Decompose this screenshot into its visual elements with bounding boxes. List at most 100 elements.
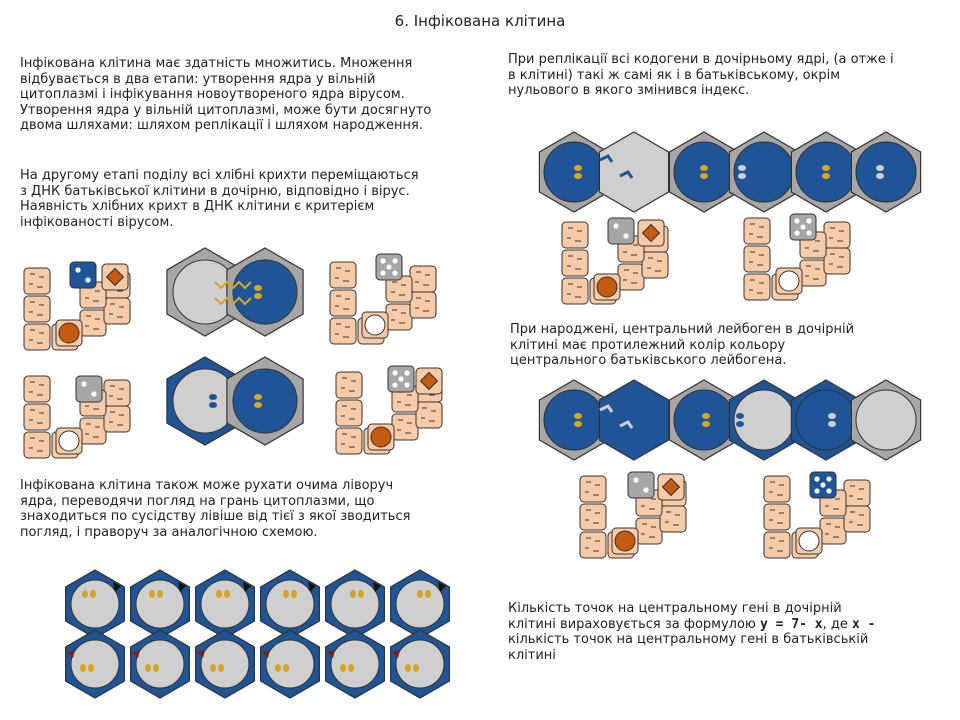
gene-tile	[329, 317, 357, 345]
eye	[291, 590, 297, 598]
gaze-arrow-icon	[113, 582, 121, 592]
tile-body	[641, 251, 669, 279]
tile-body	[23, 295, 51, 323]
gene-tile	[743, 217, 771, 245]
nucleus-circle	[330, 579, 380, 629]
gene-tile	[819, 517, 847, 545]
tile-body	[79, 309, 107, 337]
intro-line: двома шляхами: шляхом реплікації і шляхо…	[20, 118, 423, 134]
gene-tile	[579, 475, 607, 503]
eye	[224, 590, 230, 598]
eyes-line: ядра, переводячи погляд на грань цитопла…	[20, 493, 375, 509]
formula-code: y = 7- x	[760, 616, 823, 632]
birth-line: При народжені, центральний лейбоген в до…	[510, 322, 855, 337]
die-dot	[633, 477, 639, 483]
tile-glyphs	[769, 537, 784, 552]
eye	[254, 394, 262, 400]
eye	[157, 590, 163, 598]
eye	[153, 664, 159, 672]
nucleus-circle	[733, 389, 795, 451]
eyes-icon	[350, 590, 364, 598]
tile-glyphs	[829, 227, 844, 242]
formula-line: клітині вираховується за формулою y = 7-…	[508, 617, 876, 633]
nucleus-circle	[395, 639, 445, 689]
eye	[413, 664, 419, 672]
tile-body	[819, 517, 847, 545]
die-dot	[613, 223, 619, 229]
gene-tile	[635, 517, 663, 545]
tile-glyphs	[647, 257, 662, 272]
nucleus-circle	[795, 141, 857, 203]
gene-tile	[335, 427, 363, 455]
tile-glyphs	[341, 433, 356, 448]
die-dot	[380, 258, 386, 264]
virus-diamond	[105, 267, 125, 287]
die-dot	[380, 270, 386, 276]
gaze-arrow-icon	[327, 650, 335, 658]
tile-body	[743, 217, 771, 245]
tile-body	[329, 261, 357, 289]
tile-glyphs	[335, 323, 350, 338]
eye	[700, 165, 708, 171]
tile-body	[579, 475, 607, 503]
gene-tile	[409, 291, 437, 319]
tile-body	[385, 303, 413, 331]
tile-glyphs	[567, 283, 582, 298]
gene-tile	[335, 371, 363, 399]
eye	[574, 413, 582, 419]
eye	[822, 173, 830, 179]
tile-body	[743, 273, 771, 301]
eye	[90, 590, 96, 598]
eyes-icon	[738, 165, 746, 179]
central-gene-tile	[809, 471, 837, 499]
tile-disc	[798, 530, 820, 552]
tile-body	[69, 261, 97, 289]
virus-diamond	[419, 371, 439, 391]
second-stage-line: з ДНК батьківської клітини в дочірню, ві…	[20, 183, 410, 199]
gene-tile	[659, 505, 687, 533]
formula-code: x -	[852, 616, 876, 632]
tile-body	[103, 297, 131, 325]
gene-tile	[103, 297, 131, 325]
tile-glyphs	[585, 481, 600, 496]
tile-body	[743, 245, 771, 273]
gene-tile	[561, 221, 589, 249]
tile-glyphs	[805, 265, 820, 280]
eye	[283, 590, 289, 598]
eyes-icon	[574, 413, 582, 427]
gaze-arrow-icon	[392, 650, 400, 658]
second-stage-line: інфікованості вірусом.	[20, 214, 174, 230]
tile-body	[561, 221, 589, 249]
nucleus-circle	[135, 579, 185, 629]
tile-glyphs	[749, 223, 764, 238]
hook-icon	[599, 154, 634, 179]
tile-glyphs	[391, 281, 406, 296]
intro-line: Утворення ядра у вільній цитоплазмі, мож…	[20, 102, 432, 118]
tile-body	[561, 249, 589, 277]
eyes-line: погляд, і праворуч за аналогічною схемою…	[20, 524, 318, 540]
eye	[358, 590, 364, 598]
eyes-icon	[876, 165, 884, 179]
gene-tile	[561, 249, 589, 277]
gene-tile	[415, 401, 443, 429]
gene-tile	[843, 479, 871, 507]
eye	[574, 165, 582, 171]
die-dot	[814, 488, 820, 494]
tile-glyphs	[585, 509, 600, 524]
eye	[736, 421, 744, 427]
nucleus-circle	[135, 639, 185, 689]
central-gene-tile	[375, 253, 403, 281]
tile-glyphs	[849, 511, 864, 526]
tile-body	[75, 375, 103, 403]
eye	[275, 664, 281, 672]
eye	[145, 664, 151, 672]
tile-body	[823, 221, 851, 249]
tile-body	[415, 401, 443, 429]
gaze-arrow-icon	[67, 650, 75, 658]
gene-tile	[799, 259, 827, 287]
gene-tile	[79, 309, 107, 337]
central-gene-tile	[69, 261, 97, 289]
tile-body	[635, 517, 663, 545]
die-dot	[392, 370, 398, 376]
